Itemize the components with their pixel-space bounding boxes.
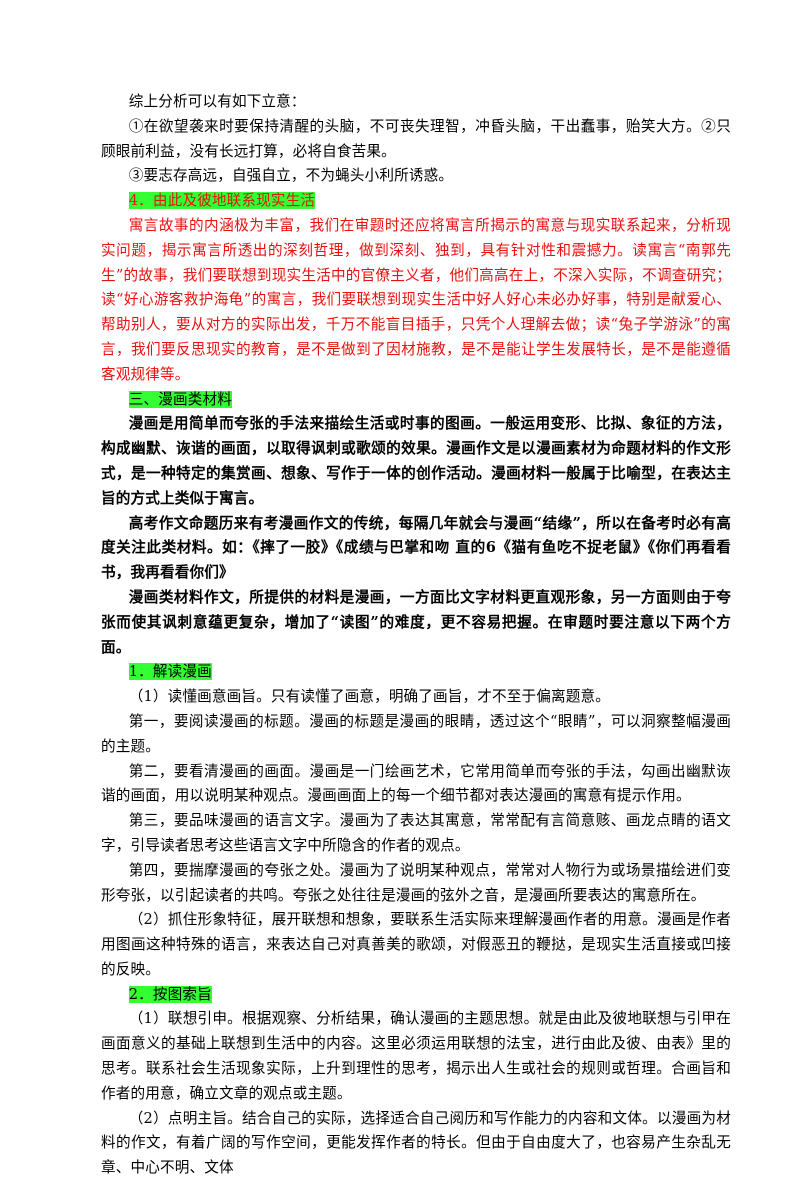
section-heading-4: 4．由此及彼地联系现实生活 bbox=[101, 189, 731, 214]
document-body: 综上分析可以有如下立意： ①在欲望袭来时要保持清醒的头脑，不可丧失理智，冲昏头脑… bbox=[101, 90, 731, 1181]
paragraph-text: 高考作文命题历来有考漫画作文的传统，每隔几年就会与漫画“结缘”，所以在备考时必有… bbox=[101, 514, 731, 582]
paragraph-first: 第一，要阅读漫画的标题。漫画的标题是漫画的眼睛，透过这个“眼睛”，可以洞察整幅漫… bbox=[101, 710, 731, 760]
paragraph-text: （1）联想引申。根据观察、分析结果，确认漫画的主题思想。就是由此及彼地联想与引甲… bbox=[101, 1010, 731, 1102]
paragraph-text: （2）点明主旨。结合自己的实际，选择适合自己阅历和写作能力的内容和文体。以漫画为… bbox=[101, 1109, 731, 1177]
section-heading-1: 1．解读漫画 bbox=[101, 660, 731, 685]
paragraph-text: （2）抓住形象特征，展开联想和想象，要联系生活实际来理解漫画作者的用意。漫画是作… bbox=[101, 911, 731, 978]
section-heading-cartoon: 三、漫画类材料 bbox=[101, 388, 731, 413]
paragraph-point-3: ③要志存高远，自强自立，不为蝇头小利所诱惑。 bbox=[101, 164, 731, 189]
paragraph-read-meaning: （1）读懂画意画旨。只有读懂了画意，明确了画旨，才不至于偏离题意。 bbox=[101, 685, 731, 710]
paragraph-main-idea: （2）点明主旨。结合自己的实际，选择适合自己阅历和写作能力的内容和文体。以漫画为… bbox=[101, 1107, 731, 1181]
paragraph-fourth: 第四，要揣摩漫画的夸张之处。漫画为了说明某种观点，常常对人物行为或场景描绘进们变… bbox=[101, 859, 731, 909]
paragraph-association: （1）联想引申。根据观察、分析结果，确认漫画的主题思想。就是由此及彼地联想与引甲… bbox=[101, 1007, 731, 1106]
highlighted-heading: 4．由此及彼地联系现实生活 bbox=[128, 192, 316, 210]
highlighted-heading: 三、漫画类材料 bbox=[128, 390, 232, 408]
paragraph-exam-tradition: 高考作文命题历来有考漫画作文的传统，每隔几年就会与漫画“结缘”，所以在备考时必有… bbox=[101, 512, 731, 586]
section-heading-2: 2．按图索旨 bbox=[101, 983, 731, 1008]
paragraph-point-1-2: ①在欲望袭来时要保持清醒的头脑，不可丧失理智，冲昏头脑，干出蠢事，贻笑大方。②只… bbox=[101, 115, 731, 165]
paragraph-third: 第三，要品味漫画的语言文字。漫画为了表达其寓意，常常配有言简意赅、画龙点睛的语文… bbox=[101, 809, 731, 859]
paragraph-text: 第四，要揣摩漫画的夸张之处。漫画为了说明某种观点，常常对人物行为或场景描绘进们变… bbox=[101, 861, 731, 904]
paragraph-text: 第一，要阅读漫画的标题。漫画的标题是漫画的眼睛，透过这个“眼睛”，可以洞察整幅漫… bbox=[101, 712, 731, 755]
paragraph-text: 寓言故事的内涵极为丰富，我们在审题时还应将寓言所揭示的寓意与现实联系起来，分析现… bbox=[101, 216, 731, 383]
paragraph-text: 漫画是用简单而夸张的手法来描绘生活或时事的图画。一般运用变形、比拟、象征的方法，… bbox=[101, 415, 731, 507]
paragraph-cartoon-material: 漫画类材料作文，所提供的材料是漫画，一方面比文字材料更直观形象，另一方面则由于夸… bbox=[101, 586, 731, 660]
paragraph-text: （1）读懂画意画旨。只有读懂了画意，明确了画旨，才不至于偏离题意。 bbox=[128, 688, 610, 706]
paragraph-text: 第二，要看清漫画的画面。漫画是一门绘画艺术，它常用简单而夸张的手法，勾画出幽默诙… bbox=[101, 762, 731, 805]
paragraph-cartoon-definition: 漫画是用简单而夸张的手法来描绘生活或时事的图画。一般运用变形、比拟、象征的方法，… bbox=[101, 412, 731, 511]
paragraph-image-features: （2）抓住形象特征，展开联想和想象，要联系生活实际来理解漫画作者的用意。漫画是作… bbox=[101, 908, 731, 982]
paragraph-fable-reality: 寓言故事的内涵极为丰富，我们在审题时还应将寓言所揭示的寓意与现实联系起来，分析现… bbox=[101, 214, 731, 388]
paragraph-text: 漫画类材料作文，所提供的材料是漫画，一方面比文字材料更直观形象，另一方面则由于夸… bbox=[101, 588, 731, 656]
paragraph-text: ③要志存高远，自强自立，不为蝇头小利所诱惑。 bbox=[128, 167, 454, 185]
paragraph-second: 第二，要看清漫画的画面。漫画是一门绘画艺术，它常用简单而夸张的手法，勾画出幽默诙… bbox=[101, 760, 731, 810]
paragraph-text: 第三，要品味漫画的语言文字。漫画为了表达其寓意，常常配有言简意赅、画龙点睛的语文… bbox=[101, 812, 731, 854]
paragraph-text: 综上分析可以有如下立意： bbox=[128, 93, 306, 110]
highlighted-heading: 1．解读漫画 bbox=[128, 663, 212, 681]
document-page: 综上分析可以有如下立意： ①在欲望袭来时要保持清醒的头脑，不可丧失理智，冲昏头脑… bbox=[101, 93, 731, 1176]
paragraph-text: ①在欲望袭来时要保持清醒的头脑，不可丧失理智，冲昏头脑，干出蠢事，贻笑大方。②只… bbox=[101, 117, 731, 160]
highlighted-heading: 2．按图索旨 bbox=[128, 985, 212, 1003]
paragraph-intro: 综上分析可以有如下立意： bbox=[101, 90, 731, 115]
